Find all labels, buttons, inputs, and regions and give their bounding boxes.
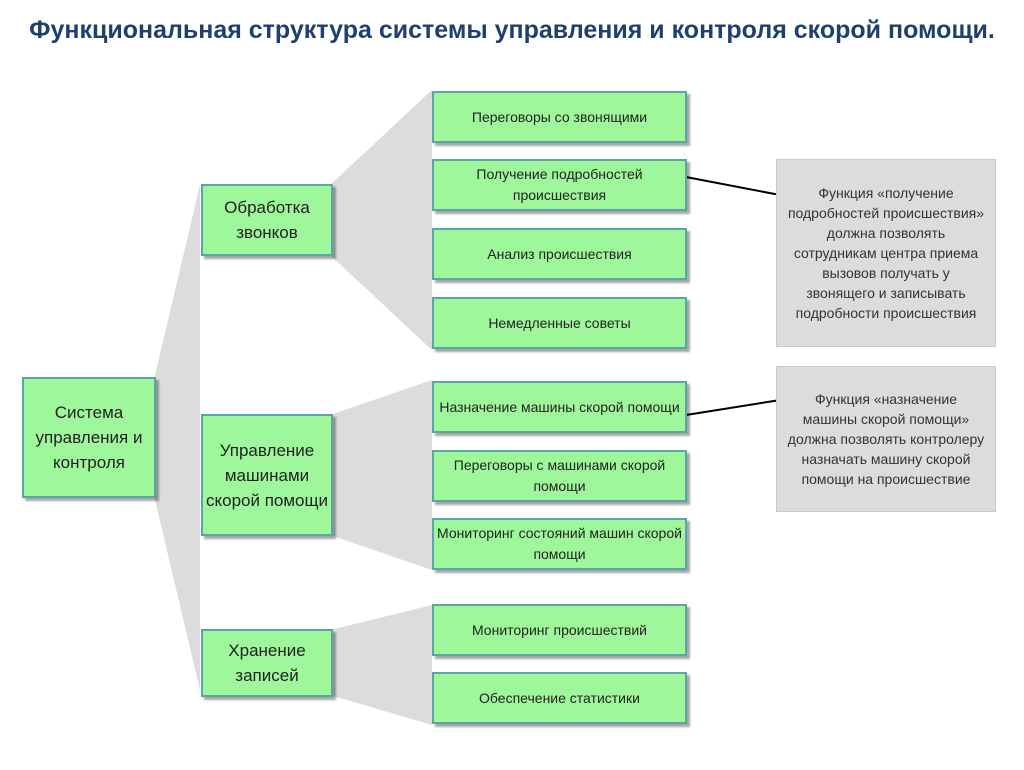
- item-label: Назначение машины скорой помощи: [439, 398, 680, 415]
- connector-group3-items: [330, 605, 432, 725]
- item-label: Получение подробностей происшествия: [476, 166, 643, 203]
- group-label: Хранение записей: [228, 641, 306, 685]
- page-title: Функциональная структура системы управле…: [29, 16, 995, 44]
- item-node: Мониторинг состояний машин скорой помощи: [432, 518, 687, 570]
- root-label: Система управления и контроля: [35, 403, 143, 472]
- note-line-1: [685, 176, 781, 196]
- note-box: Функция «назначение машины скорой помощи…: [776, 366, 996, 512]
- item-node: Получение подробностей происшествия: [432, 159, 687, 211]
- item-node: Переговоры со звонящими: [432, 91, 687, 143]
- item-label: Немедленные советы: [488, 314, 631, 331]
- group-node-calls: Обработка звонков: [201, 184, 333, 256]
- item-label: Переговоры с машинами скорой помощи: [453, 457, 666, 494]
- group-label: Обработка звонков: [224, 198, 310, 242]
- item-label: Переговоры со звонящими: [471, 108, 648, 125]
- item-node: Анализ происшествия: [432, 228, 687, 280]
- item-node: Переговоры с машинами скорой помощи: [432, 450, 687, 502]
- group-node-ambulances: Управление машинами скорой помощи: [201, 414, 333, 536]
- item-node: Обеспечение статистики: [432, 672, 687, 724]
- note-box: Функция «получение подробностей происшес…: [776, 159, 996, 347]
- root-node: Система управления и контроля: [22, 377, 156, 498]
- item-label: Анализ происшествия: [487, 245, 632, 262]
- connector-group2-items: [330, 380, 432, 570]
- connector-root-to-groups: [155, 185, 200, 690]
- note-text: Функция «назначение машины скорой помощи…: [787, 391, 985, 487]
- note-text: Функция «получение подробностей происшес…: [787, 185, 985, 321]
- connector-group1-items: [330, 90, 432, 350]
- item-label: Мониторинг состояний машин скорой помощи: [437, 525, 682, 562]
- note-line-2: [685, 399, 781, 416]
- group-node-records: Хранение записей: [201, 629, 333, 697]
- item-label: Мониторинг происшествий: [471, 621, 647, 638]
- item-label: Обеспечение статистики: [479, 689, 640, 706]
- item-node: Назначение машины скорой помощи: [432, 381, 687, 433]
- group-label: Управление машинами скорой помощи: [206, 440, 328, 510]
- item-node: Немедленные советы: [432, 297, 687, 349]
- item-node: Мониторинг происшествий: [432, 604, 687, 656]
